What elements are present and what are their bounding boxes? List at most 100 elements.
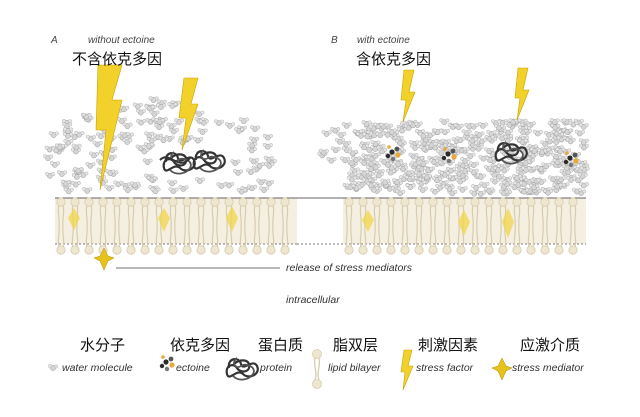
water-molecule — [194, 177, 206, 184]
water-molecule — [158, 136, 169, 144]
panel-a-letter: A — [51, 35, 58, 46]
water-molecule — [475, 190, 486, 197]
water-molecule — [578, 181, 589, 189]
release-caption: release of stress mediators — [286, 262, 413, 274]
lipid-bilayer-icon — [312, 349, 322, 389]
water-molecule — [405, 183, 416, 190]
legend-stress-mediator-en: stress mediator — [512, 362, 584, 374]
water-molecule — [44, 171, 56, 179]
water-molecule — [264, 179, 275, 187]
water-molecule — [198, 119, 209, 126]
water-molecule — [144, 131, 155, 139]
water-molecule — [167, 102, 178, 109]
water-molecule — [489, 177, 501, 185]
panel-b-letter: B — [331, 35, 338, 46]
membrane-hotspot-a1 — [68, 208, 80, 230]
water-molecule — [224, 122, 235, 129]
water-molecule — [122, 138, 133, 145]
water-molecule — [578, 122, 589, 130]
membrane-hotspot-b2 — [458, 210, 470, 236]
water-molecule — [238, 117, 249, 124]
panel-b-label: with ectoine — [357, 35, 410, 46]
water-molecule — [468, 161, 479, 168]
water-molecule — [122, 186, 133, 193]
water-molecule — [85, 161, 96, 169]
water-molecule — [264, 162, 275, 169]
water-molecule — [330, 146, 341, 154]
water-molecule — [532, 129, 543, 137]
legend-protein-en: protein — [260, 362, 293, 374]
water-molecule — [89, 151, 100, 159]
water-molecule — [216, 182, 227, 189]
water-molecule — [250, 125, 261, 132]
protein-panel-a — [159, 148, 226, 175]
legend-water-cn: 水分子 — [80, 337, 126, 354]
water-molecule — [574, 129, 585, 137]
water-molecule — [43, 154, 54, 161]
water-molecule — [63, 187, 74, 195]
water-molecule — [122, 122, 133, 129]
water-molecule — [262, 142, 273, 150]
membrane-panel-b — [297, 197, 586, 255]
water-molecule — [136, 118, 147, 126]
water-molecule — [259, 186, 270, 193]
protein-icon — [225, 356, 259, 381]
water-molecule — [566, 176, 577, 183]
water-molecule — [321, 130, 332, 137]
water-molecules-panel-a — [43, 96, 277, 195]
stress-factor-bolt-b2 — [514, 67, 530, 121]
water-molecule — [193, 136, 204, 144]
water-molecule — [395, 189, 406, 197]
water-molecule — [347, 149, 358, 157]
water-molecule — [455, 177, 466, 185]
water-molecule — [326, 156, 337, 164]
membrane-hotspot-b3 — [502, 208, 514, 238]
water-molecule — [417, 186, 428, 193]
legend-lipid-en: lipid bilayer — [328, 362, 381, 374]
water-molecule — [336, 131, 347, 139]
membrane-hotspot-a3 — [226, 206, 238, 232]
water-molecule — [477, 122, 489, 129]
water-molecule — [213, 119, 225, 127]
stress-mediator-release — [93, 247, 115, 271]
water-molecule — [246, 168, 257, 176]
intracellular-caption: intracellular — [286, 294, 340, 306]
membrane-hotspot-a2 — [158, 208, 170, 232]
water-molecule — [262, 133, 273, 141]
stress-factor-bolt-a1 — [95, 64, 123, 191]
water-molecule — [197, 128, 208, 135]
panel-a-label: without ectoine — [88, 35, 155, 46]
legend-stress-factor-cn: 刺激因素 — [418, 337, 479, 354]
water-molecule — [416, 179, 427, 187]
water-molecule — [479, 181, 490, 189]
water-molecule — [439, 118, 450, 125]
legend-stress-factor-en: stress factor — [416, 362, 474, 374]
stress-factor-bolt-b1 — [400, 69, 416, 123]
water-molecule — [356, 131, 367, 139]
water-molecule — [236, 187, 247, 195]
water-molecule — [48, 131, 59, 138]
water-molecule — [234, 127, 245, 134]
water-molecule — [142, 158, 153, 165]
water-molecule — [341, 122, 352, 129]
water-molecule — [543, 188, 554, 196]
water-molecule — [460, 156, 471, 164]
water-molecule — [444, 185, 455, 192]
water-molecule — [85, 134, 97, 142]
legend-ectoine-en: ectoine — [176, 362, 210, 374]
water-molecule — [150, 187, 161, 194]
membrane-hotspot-b1 — [362, 210, 374, 232]
water-molecule — [149, 110, 160, 117]
legend-stress-mediator-cn: 应激介质 — [520, 337, 581, 354]
water-molecule — [70, 180, 81, 188]
water-molecule — [167, 179, 178, 187]
water-molecule — [233, 169, 244, 176]
water-molecule — [166, 122, 177, 130]
water-molecule — [56, 170, 68, 177]
stress-mediator-icon — [491, 357, 513, 381]
water-molecule — [453, 123, 464, 131]
water-molecule — [230, 159, 241, 166]
water-molecule — [385, 168, 396, 176]
water-molecule — [457, 185, 468, 193]
